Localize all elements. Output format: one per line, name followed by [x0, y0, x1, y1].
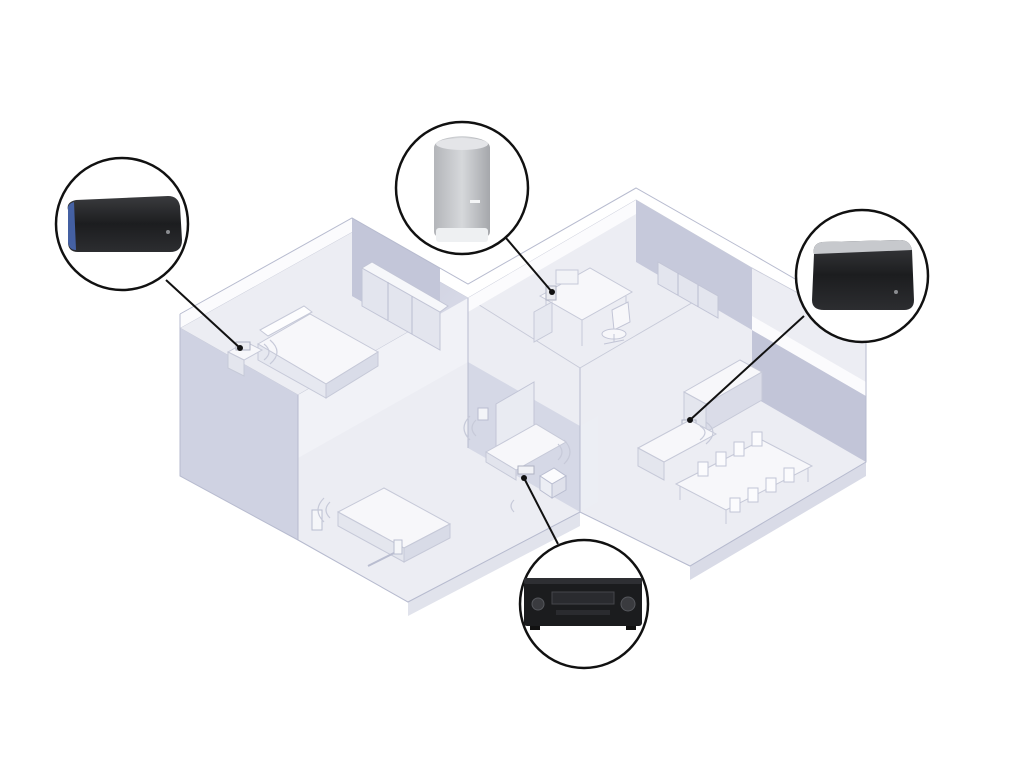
callout-line-office — [505, 237, 553, 293]
black-wireless-speaker-large-icon — [812, 240, 914, 310]
callout-line-bedroom — [165, 279, 241, 349]
office-chair — [601, 301, 631, 345]
callout-office-speaker — [394, 120, 530, 256]
outer-wall-left — [180, 328, 298, 540]
dining-table — [674, 439, 814, 511]
outer-wall-front-left — [408, 512, 580, 616]
dining-room-furniture — [636, 359, 814, 524]
living-floor-speaker-left — [311, 509, 323, 531]
bedroom-back-wall-left — [180, 218, 352, 328]
callout-bedroom-speaker — [54, 156, 190, 292]
bedroom-speaker-small — [235, 341, 251, 351]
callout-dots — [237, 289, 693, 481]
living-room-furniture — [311, 381, 567, 567]
callout-lines — [165, 237, 805, 545]
av-receiver-icon — [524, 578, 642, 630]
grey-tall-wireless-speaker-icon — [434, 136, 490, 242]
outer-wall-front-right — [690, 462, 866, 580]
wall-speaker-left — [477, 407, 489, 421]
callout-living-receiver — [518, 538, 650, 670]
center-divider-front — [580, 416, 598, 512]
callout-dining-speaker — [794, 208, 930, 344]
callout-line-dining — [689, 315, 805, 421]
callout-line-living — [523, 477, 559, 545]
living-floor-speaker-right — [393, 539, 403, 555]
dining-back-wall — [752, 330, 866, 462]
sound-wave-lines — [263, 339, 714, 523]
wall-edges — [179, 187, 867, 603]
black-wireless-speaker-wide-icon — [67, 196, 182, 252]
dining-top-wall — [752, 316, 866, 396]
office-back-wall — [636, 200, 752, 330]
office-left-wall — [468, 200, 636, 312]
receiver-small — [517, 465, 535, 475]
